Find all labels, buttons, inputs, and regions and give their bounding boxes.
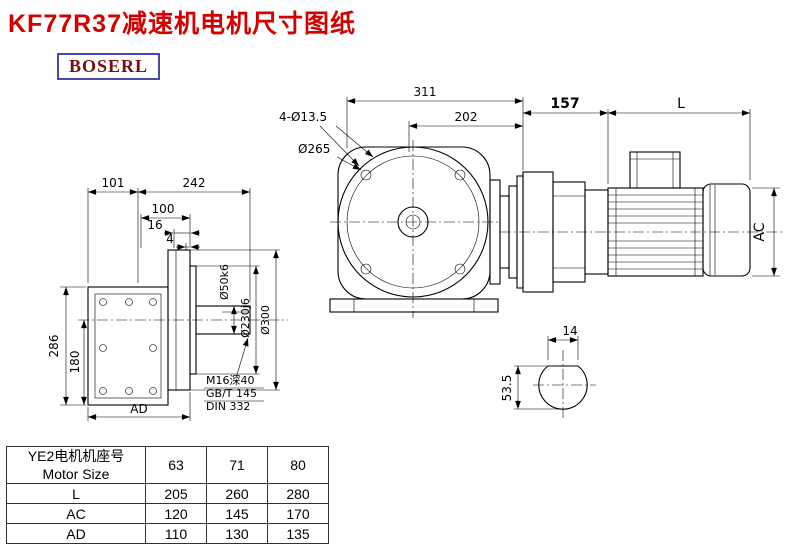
mounting-base	[329, 298, 499, 313]
value-L-63: 205	[145, 483, 207, 505]
dim-4: 4	[166, 232, 174, 246]
table-row-L: L 205 260 280	[6, 483, 329, 505]
note-din-332: DIN 332	[206, 400, 250, 413]
adapter-step	[489, 179, 501, 285]
bolt-hole	[99, 387, 107, 395]
dim-flange-dia: Ø300	[259, 305, 272, 335]
value-AD-80: 135	[267, 523, 329, 545]
dim-spigot-dia: Ø230j6	[239, 298, 252, 338]
table-size-80: 80	[267, 445, 329, 485]
value-AC-63: 120	[145, 503, 207, 525]
dim-ad: AD	[130, 402, 147, 416]
row-label-AC: AC	[6, 503, 146, 525]
dim-286: 286	[47, 335, 61, 358]
fan-cover	[702, 183, 751, 277]
mount-hole	[454, 169, 466, 181]
table-header-en: Motor Size	[42, 466, 110, 483]
value-AC-71: 145	[206, 503, 268, 525]
table-header-cn: YE2电机机座号	[27, 448, 125, 464]
terminal-box	[629, 151, 681, 189]
dim-key-14: 14	[562, 324, 577, 338]
dim-AC: AC	[752, 222, 768, 241]
dim-100: 100	[152, 202, 175, 216]
bolt-hole	[149, 344, 157, 352]
dim-L: L	[677, 96, 685, 112]
value-L-71: 260	[206, 483, 268, 505]
note-tapped-hole: M16深40	[206, 374, 255, 387]
table-size-63: 63	[145, 445, 207, 485]
note-gbt-145: GB/T 145	[206, 387, 257, 400]
mount-hole	[360, 263, 372, 275]
dim-265: Ø265	[298, 142, 330, 156]
row-label-L: L	[6, 483, 146, 505]
housing-inner-contour	[94, 293, 162, 399]
dim-53-5: 53.5	[500, 375, 514, 402]
table-header-row: YE2电机机座号 Motor Size 63 71 80	[6, 445, 329, 485]
value-AC-80: 170	[267, 503, 329, 525]
brand-logo: BOSERL	[57, 53, 161, 80]
dim-shaft-dia: Ø50k6	[218, 264, 231, 300]
bolt-hole	[125, 298, 133, 306]
dim-311: 311	[414, 85, 437, 99]
bolt-hole	[125, 387, 133, 395]
mount-hole	[454, 263, 466, 275]
dim-101: 101	[102, 176, 125, 190]
side-view: 101 242 100 16 4 286 180	[47, 176, 288, 421]
shaft-cross-section	[538, 365, 588, 410]
motor-size-table: YE2电机机座号 Motor Size 63 71 80 L 205 260 2…	[6, 445, 329, 545]
value-AD-63: 110	[145, 523, 207, 545]
bolt-hole	[99, 298, 107, 306]
table-row-AD: AD 110 130 135	[6, 523, 329, 545]
table-row-AC: AC 120 145 170	[6, 503, 329, 525]
value-AD-71: 130	[206, 523, 268, 545]
dim-202: 202	[455, 110, 478, 124]
value-L-80: 280	[267, 483, 329, 505]
dim-242: 242	[183, 176, 206, 190]
page-title: KF77R37减速机电机尺寸图纸	[8, 10, 356, 38]
dim-16: 16	[147, 218, 162, 232]
dim-180: 180	[68, 351, 82, 374]
table-header-motor-size: YE2电机机座号 Motor Size	[6, 445, 146, 485]
dim-157: 157	[550, 96, 579, 112]
bolt-hole	[149, 298, 157, 306]
mount-hole	[360, 169, 372, 181]
table-size-71: 71	[206, 445, 268, 485]
shaft-section-view: 14 53.5	[500, 324, 596, 421]
dim-4-holes: 4-Ø13.5	[279, 110, 327, 124]
row-label-AD: AD	[6, 523, 146, 545]
bolt-hole	[149, 387, 157, 395]
bolt-hole	[99, 344, 107, 352]
front-view-with-motor: 311 202 4-Ø13.5 Ø265 157 L AC	[279, 85, 782, 318]
